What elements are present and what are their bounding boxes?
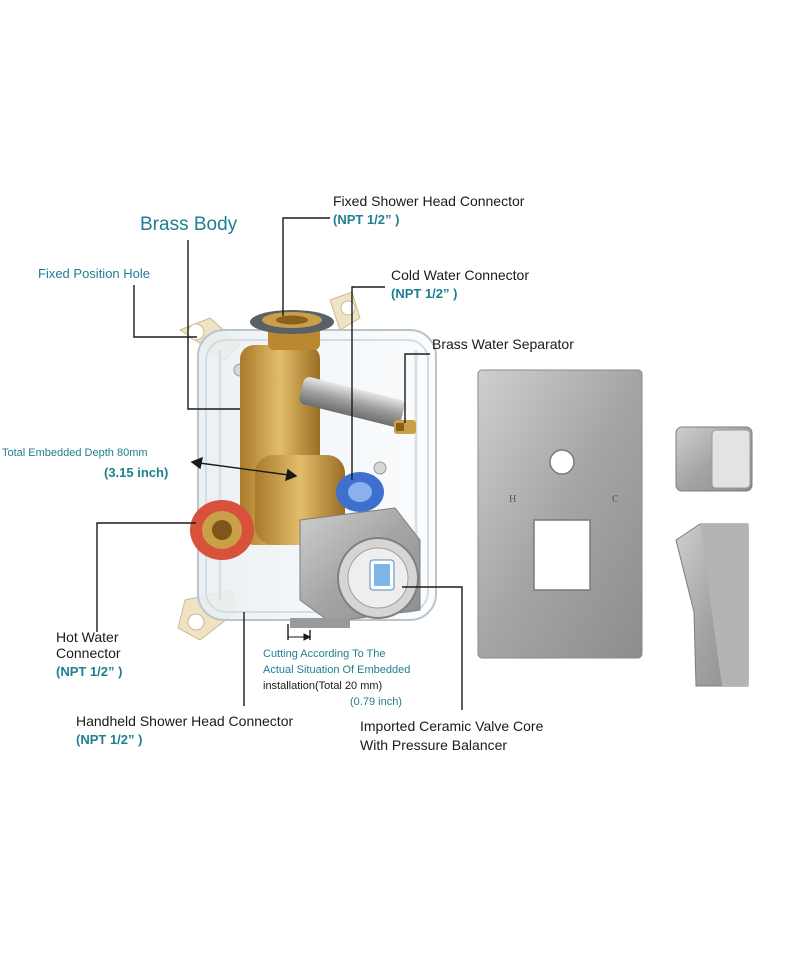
label-hot-water-line2: Connector: [56, 645, 121, 661]
label-embedded-depth: Total Embedded Depth 80mm: [2, 447, 148, 459]
label-handheld-shower-head-spec: (NPT 1/2” ): [76, 732, 143, 747]
label-fixed-shower-head: Fixed Shower Head Connector: [333, 193, 525, 209]
label-handheld-shower-head: Handheld Shower Head Connector: [76, 713, 294, 729]
label-brass-water-separator: Brass Water Separator: [432, 336, 574, 352]
label-brass-body: Brass Body: [140, 214, 238, 235]
base-cover: [290, 618, 350, 628]
label-cutting-line2: Actual Situation Of Embedded: [263, 664, 411, 676]
cold-water-ring: [336, 472, 384, 512]
label-cutting-line4: (0.79 inch): [350, 696, 402, 708]
lever-handle: [675, 523, 749, 687]
hot-water-connector: [190, 500, 254, 560]
cutting-dimension: [288, 633, 312, 641]
label-ceramic-valve-line1: Imported Ceramic Valve Core: [360, 718, 544, 734]
brass-body: [240, 318, 345, 545]
valve-cartridge: [299, 507, 421, 623]
leader-lines: [96, 217, 463, 710]
label-ceramic-valve-line2: With Pressure Balancer: [360, 737, 508, 753]
label-embedded-depth-inch: (3.15 inch): [104, 465, 169, 480]
top-connector: [250, 310, 334, 334]
label-cold-water: Cold Water Connector: [391, 267, 529, 283]
handle-cap: [675, 426, 753, 492]
label-fixed-position-hole: Fixed Position Hole: [38, 266, 150, 281]
label-hot-water-line1: Hot Water: [56, 629, 119, 645]
label-hot-water-spec: (NPT 1/2” ): [56, 664, 123, 679]
depth-dimension: [190, 456, 298, 482]
label-cutting-line3: installation(Total 20 mm): [263, 680, 383, 692]
mounting-bracket-top-right: [329, 291, 361, 331]
trim-plate: H C: [477, 369, 643, 659]
trim-mark-c: C: [612, 494, 619, 505]
label-fixed-shower-head-spec: (NPT 1/2” ): [333, 212, 400, 227]
label-cold-water-spec: (NPT 1/2” ): [391, 286, 458, 301]
trim-mark-h: H: [509, 494, 516, 505]
label-cutting-line1: Cutting According To The: [263, 648, 386, 660]
